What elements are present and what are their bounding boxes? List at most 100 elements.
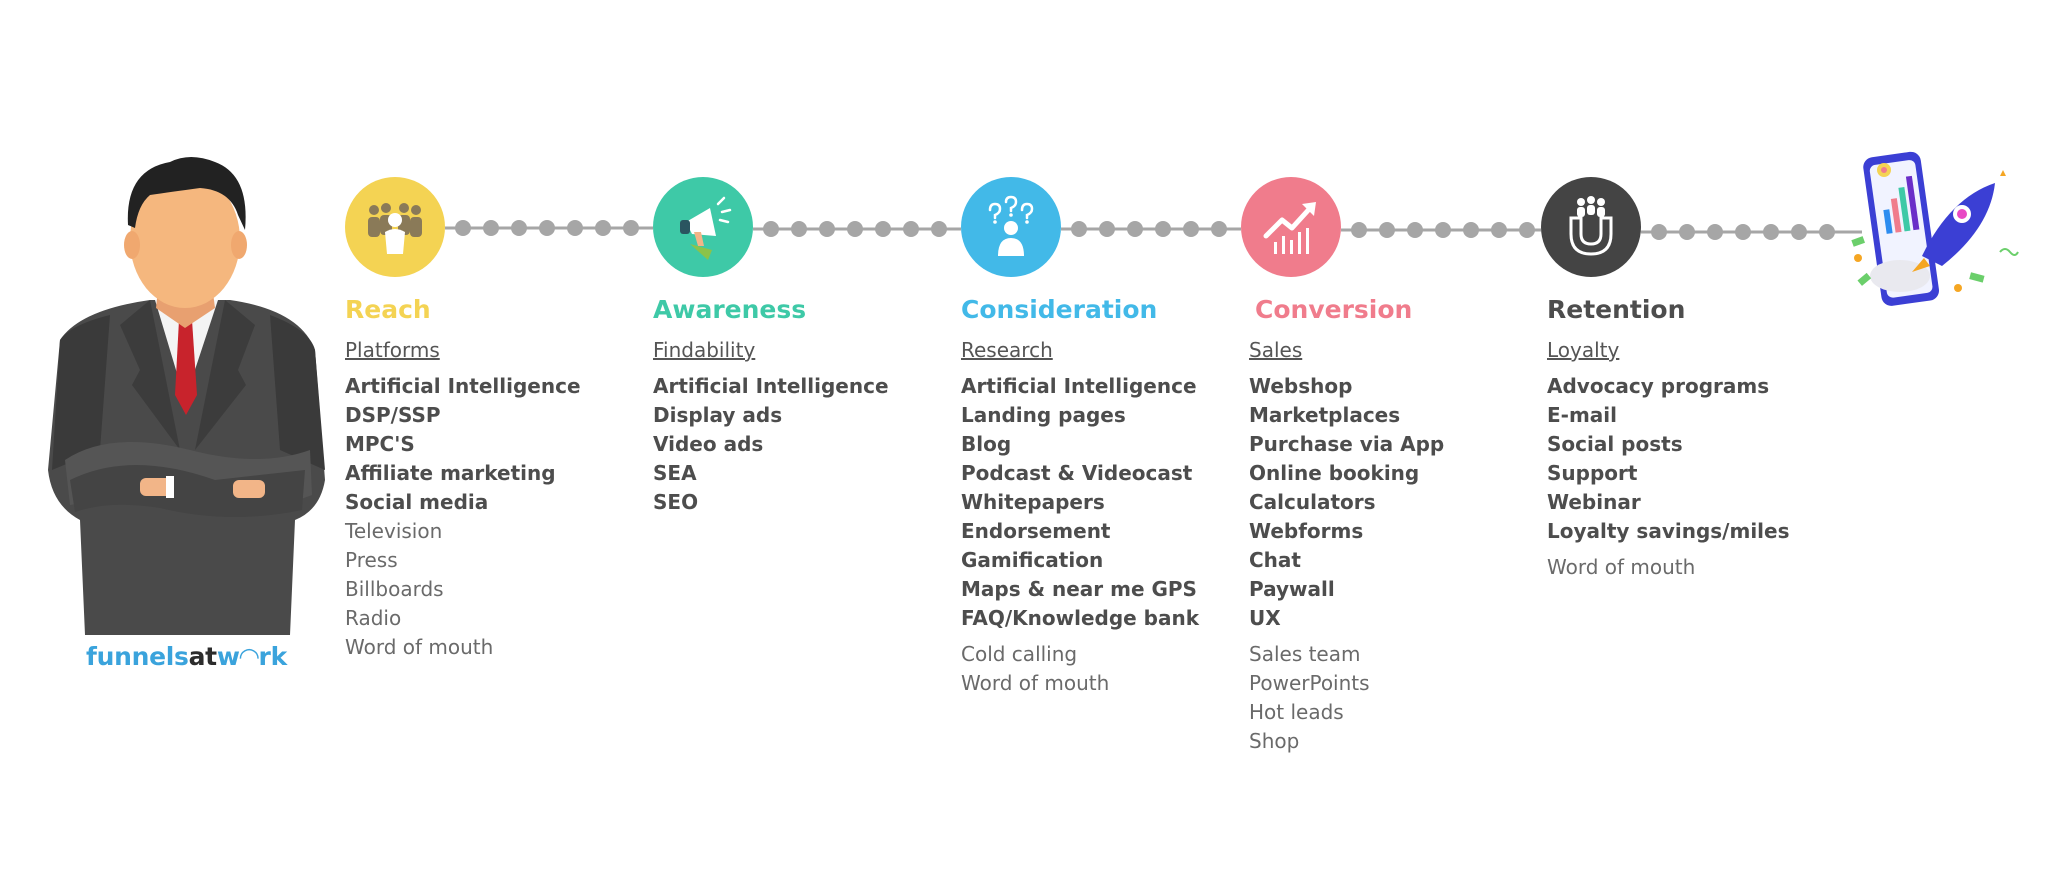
awareness-column: Awareness Findability Artificial Intelli…	[653, 292, 889, 517]
reach-title: Reach	[345, 295, 431, 324]
reach-item: Artificial Intelligence	[345, 374, 581, 398]
retention-item: E-mail	[1547, 403, 1618, 427]
retention-item: Webinar	[1547, 490, 1641, 514]
timeline-dot	[1763, 224, 1779, 240]
logo-text-rk: rk	[258, 642, 288, 671]
timeline-dot	[1819, 224, 1835, 240]
timeline-dot	[567, 220, 583, 236]
consideration-item: Word of mouth	[961, 671, 1110, 695]
conversion-item: Shop	[1249, 729, 1300, 753]
conversion-item: PowerPoints	[1249, 671, 1370, 695]
timeline-dot	[791, 221, 807, 237]
reach-item: Press	[345, 548, 398, 572]
awareness-item: Artificial Intelligence	[653, 374, 889, 398]
reach-item: Affiliate marketing	[345, 461, 556, 485]
retention-item: Loyalty savings/miles	[1547, 519, 1790, 543]
reach-item: DSP/SSP	[345, 403, 441, 427]
timeline-dot	[483, 220, 499, 236]
conversion-circle	[1241, 177, 1341, 277]
conversion-category: Sales	[1249, 338, 1303, 362]
awareness-item: Display ads	[653, 403, 783, 427]
megaphone-icon	[680, 196, 732, 260]
logo-text-at: at	[188, 642, 218, 671]
retention-column: Retention Loyalty Advocacy programs E-ma…	[1547, 292, 1790, 582]
awareness-title: Awareness	[653, 295, 807, 324]
reach-column: Reach Platforms Artificial Intelligence …	[345, 292, 581, 662]
timeline-dot	[1071, 221, 1087, 237]
funnelsatwork-logo: funnelsatw◠rk	[86, 642, 287, 671]
retention-item: Social posts	[1547, 432, 1683, 456]
awareness-item: SEA	[653, 461, 697, 485]
conversion-item: UX	[1249, 606, 1281, 630]
reach-item: Billboards	[345, 577, 444, 601]
consideration-category: Research	[961, 338, 1053, 362]
consideration-item: Gamification	[961, 548, 1104, 572]
conversion-item: Purchase via App	[1249, 432, 1445, 456]
conversion-item: Paywall	[1249, 577, 1335, 601]
logo-text-funnels: funnels	[86, 642, 189, 671]
timeline-dot	[1707, 224, 1723, 240]
conversion-item: Webshop	[1249, 374, 1353, 398]
retention-item: Advocacy programs	[1547, 374, 1770, 398]
retention-item: Support	[1547, 461, 1638, 485]
timeline-dot	[1651, 224, 1667, 240]
consideration-item: FAQ/Knowledge bank	[961, 606, 1200, 630]
timeline-dot	[903, 221, 919, 237]
timeline-dot	[1679, 224, 1695, 240]
consideration-item: Artificial Intelligence	[961, 374, 1197, 398]
awareness-category: Findability	[653, 338, 756, 362]
timeline-dot	[1735, 224, 1751, 240]
retention-category: Loyalty	[1547, 338, 1620, 362]
reach-item: Television	[345, 519, 443, 543]
businessman-illustration	[48, 157, 325, 635]
timeline-dot	[1127, 221, 1143, 237]
timeline-dot	[455, 220, 471, 236]
conversion-item: Hot leads	[1249, 700, 1344, 724]
reach-circle	[345, 177, 445, 277]
reach-item: MPC'S	[345, 432, 415, 456]
magnet-people-icon	[1569, 196, 1613, 256]
conversion-item: Calculators	[1249, 490, 1376, 514]
consideration-item: Endorsement	[961, 519, 1111, 543]
consideration-item: Podcast & Videocast	[961, 461, 1193, 485]
retention-title: Retention	[1547, 295, 1686, 324]
timeline-dot	[847, 221, 863, 237]
reach-item: Word of mouth	[345, 635, 494, 659]
timeline-dot	[1463, 222, 1479, 238]
timeline-dot	[1155, 221, 1171, 237]
consideration-item: Blog	[961, 432, 1012, 456]
conversion-item: Online booking	[1249, 461, 1420, 485]
consideration-circle	[961, 177, 1061, 277]
logo-text-w: w	[216, 642, 240, 671]
timeline-dot	[1519, 222, 1535, 238]
consideration-item: Landing pages	[961, 403, 1126, 427]
consideration-item: Whitepapers	[961, 490, 1105, 514]
timeline-dot	[511, 220, 527, 236]
growth-chart-icon	[1263, 202, 1316, 254]
awareness-item: SEO	[653, 490, 699, 514]
consideration-title: Consideration	[961, 295, 1158, 324]
consideration-column: Consideration Research Artificial Intell…	[961, 292, 1199, 698]
conversion-item: Webforms	[1249, 519, 1364, 543]
reach-item: Radio	[345, 606, 402, 630]
timeline-dot	[1183, 221, 1199, 237]
reach-item: Social media	[345, 490, 489, 514]
timeline-dot	[1491, 222, 1507, 238]
timeline-dot	[931, 221, 947, 237]
timeline-dot	[1435, 222, 1451, 238]
timeline-dot	[595, 220, 611, 236]
people-group-icon	[368, 203, 422, 254]
awareness-circle	[653, 177, 753, 277]
conversion-title: Conversion	[1255, 295, 1413, 324]
conversion-item: Chat	[1249, 548, 1301, 572]
timeline-dot	[1407, 222, 1423, 238]
conversion-item: Sales team	[1249, 642, 1361, 666]
timeline-dot	[763, 221, 779, 237]
consideration-item: Cold calling	[961, 642, 1078, 666]
rocket-phone-illustration	[1851, 151, 2019, 306]
timeline-dot	[539, 220, 555, 236]
logo-signal-icon: ◠	[239, 642, 259, 671]
timeline-dot	[1211, 221, 1227, 237]
timeline-dot	[623, 220, 639, 236]
retention-circle	[1541, 177, 1641, 277]
